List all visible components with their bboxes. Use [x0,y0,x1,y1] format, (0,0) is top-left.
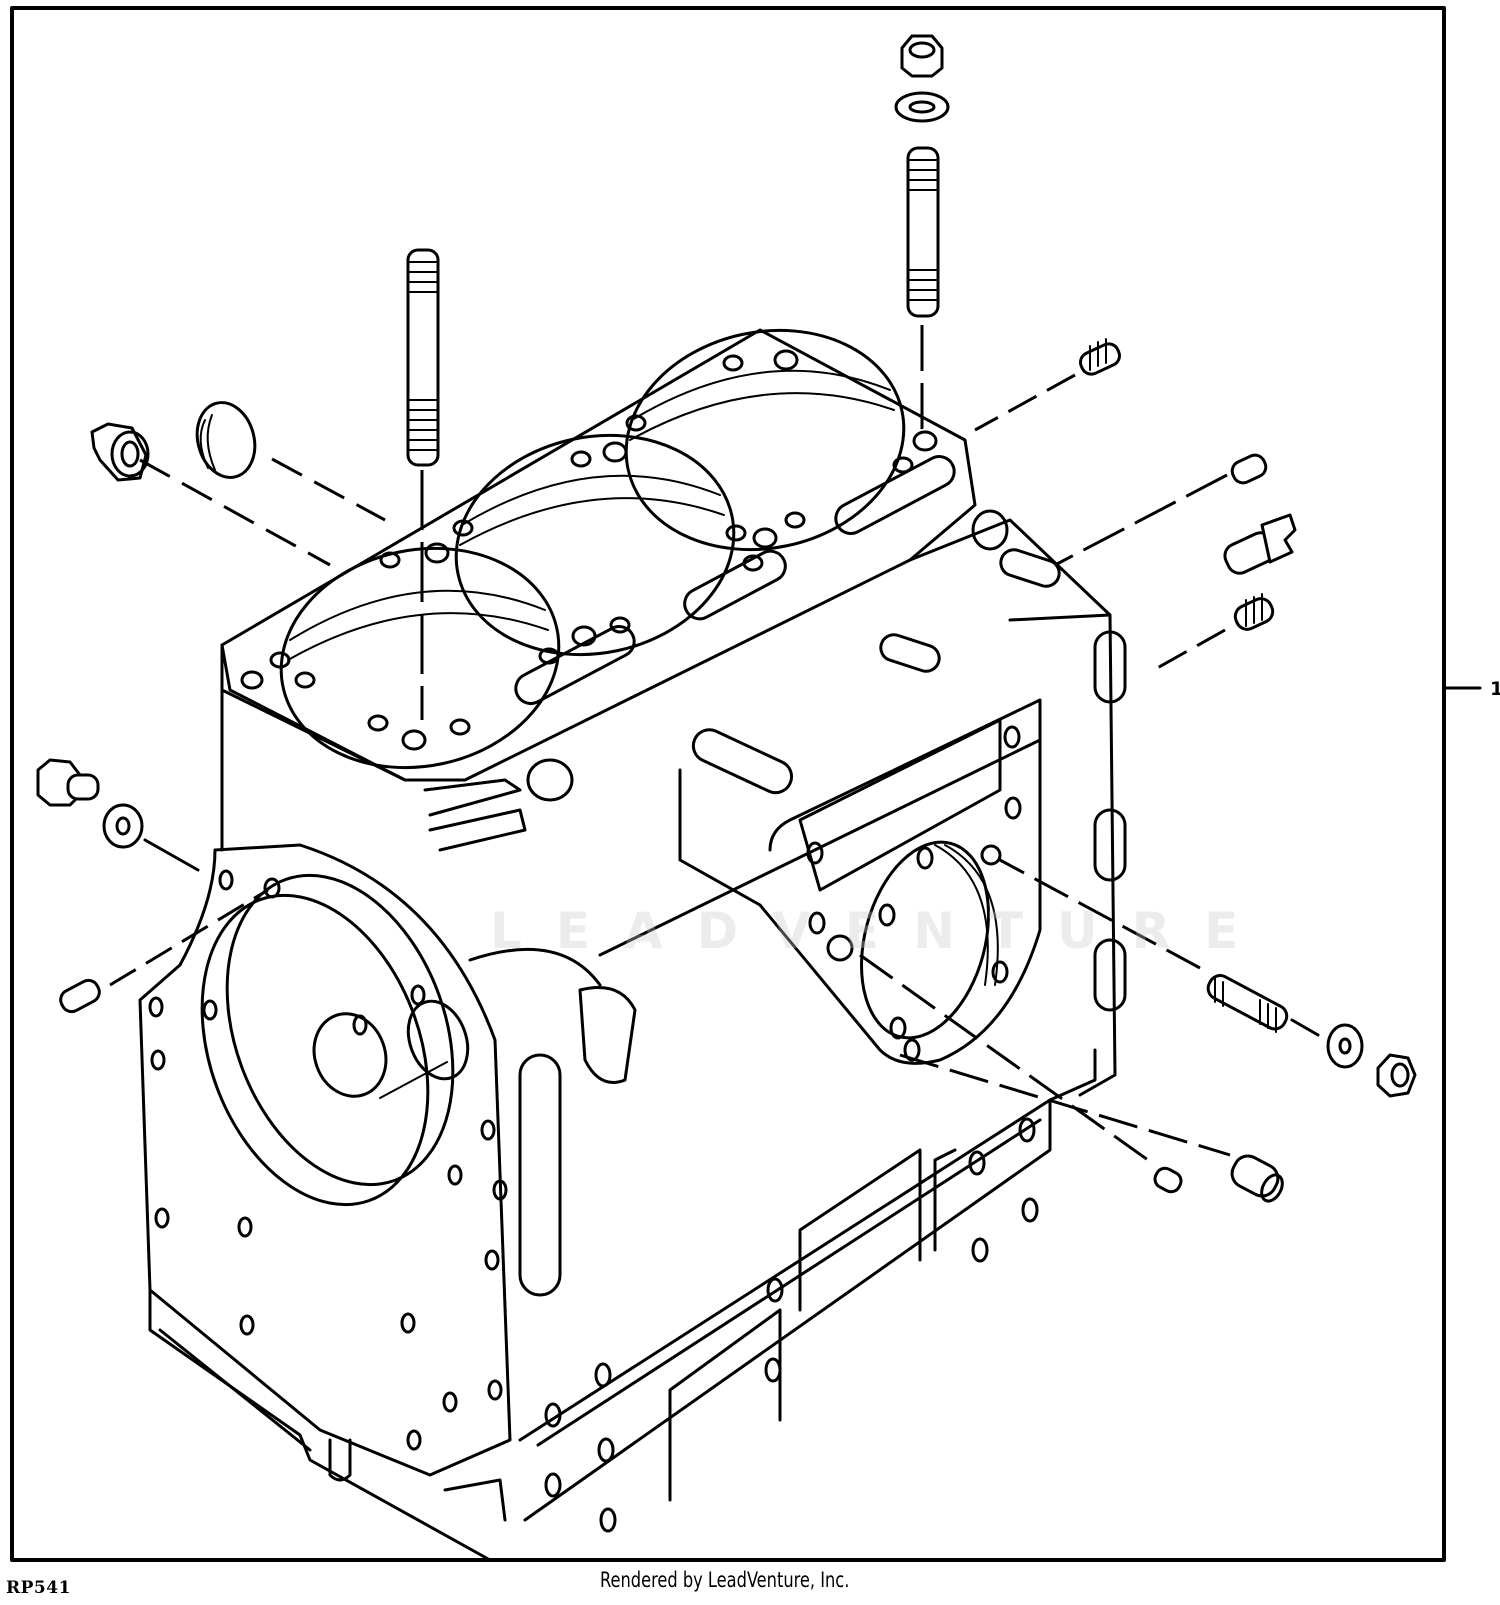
flat-washer-right [1326,1023,1364,1069]
threaded-plug-top-right [1079,338,1121,376]
dowel-pin-right [1230,453,1268,485]
leader-expansion-plug [271,457,386,522]
callout-label-1: 1 [1490,678,1500,700]
deck-holes [240,349,938,751]
side-stud [1206,974,1289,1033]
head-stud-right [906,146,940,430]
watermark: LEADVENTURE [490,902,1273,960]
head-stud-left [406,248,440,720]
dowel-pin-bottom [1153,1166,1183,1194]
flat-washer-left [102,803,144,849]
leader-dowel-right [1054,473,1228,567]
drain-plug [90,422,150,482]
diagram-frame [10,6,1446,1562]
leader-hex-plug [143,838,200,872]
figure-id: RP541 [6,1578,71,1598]
threaded-plug-mid-right [1233,593,1275,631]
leader-dowel-left [109,888,269,987]
credit-line: Rendered by LeadVenture, Inc. [600,1568,850,1592]
flat-washer-top [894,91,950,123]
fitting [1223,513,1297,575]
leader-dowel-bottom [859,953,1156,1167]
leader-drain-plug [139,458,331,567]
flange-holes [148,869,508,1451]
hex-nut-top [900,34,944,78]
leader-threaded-plug-top [974,373,1076,432]
cylinder-block [138,328,1127,1562]
leader-side-stud-nut [1290,1018,1320,1037]
leader-side-stud [999,858,1201,970]
hex-plug-left [36,758,100,807]
expansion-plug-bottom [1230,1154,1284,1203]
leader-threaded-plug-mid [1149,628,1226,674]
dowel-pin-left [59,978,101,1014]
leader-plug-bottom [899,1053,1231,1157]
hex-nut-right [1376,1053,1417,1098]
expansion-plug-top [195,401,257,479]
rail-holes [544,1117,1039,1533]
